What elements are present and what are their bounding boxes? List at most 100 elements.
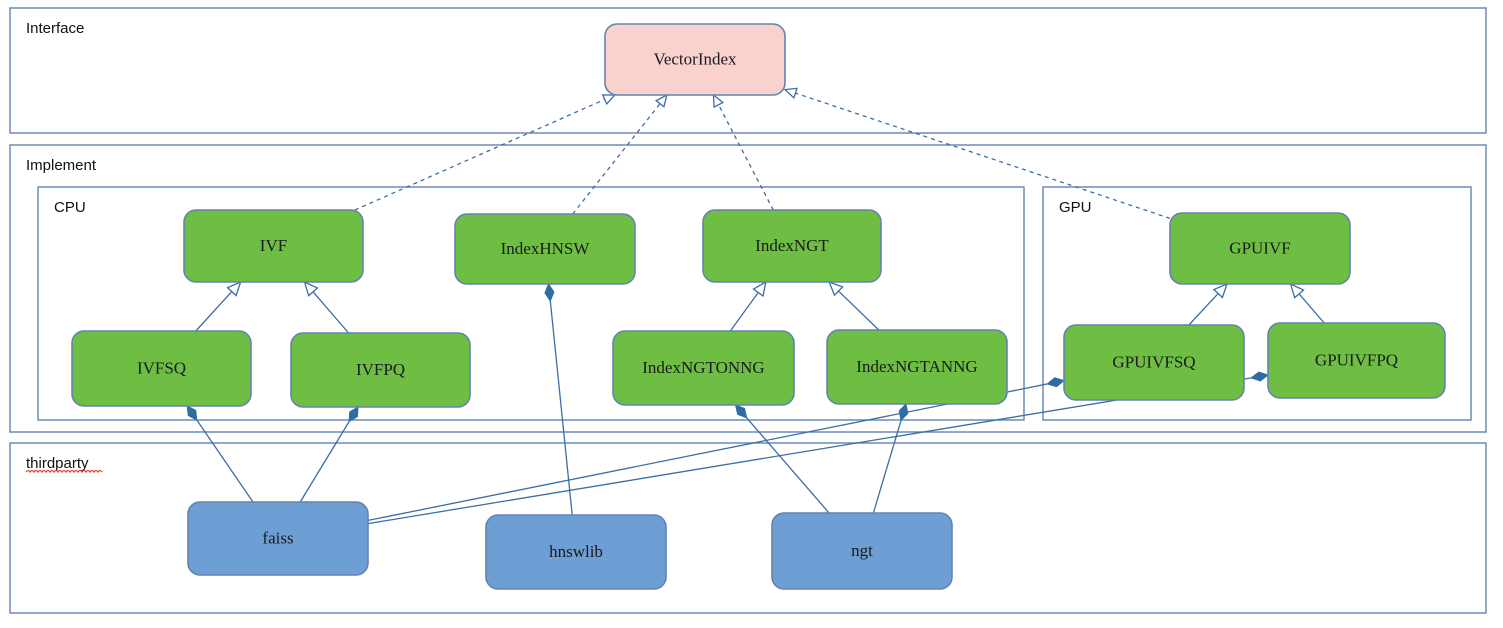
node-vectorindex[interactable]: VectorIndex [604, 23, 786, 96]
edge-line [717, 104, 774, 211]
node-box-indexngt[interactable] [702, 209, 882, 283]
node-label-indexngt: IndexNGT [755, 236, 829, 255]
filled-diamond-arrowhead-icon [898, 402, 909, 422]
edge-line [1298, 293, 1325, 324]
relationship-edges [186, 87, 1325, 525]
node-label-hnswlib: hnswlib [549, 542, 603, 561]
hollow-triangle-arrowhead-icon [226, 280, 242, 297]
edge-ngt-to-indexngtonng [734, 404, 830, 514]
node-box-ivfpq[interactable] [290, 332, 471, 408]
edge-faiss-to-ivfsq [186, 405, 254, 503]
node-label-faiss: faiss [262, 528, 293, 547]
edge-line [312, 291, 350, 334]
filled-diamond-arrowhead-icon [734, 404, 748, 419]
node-box-gpuivf[interactable] [1169, 212, 1351, 285]
edge-indexngt-to-vectorindex [712, 93, 774, 211]
edge-indexhnsw-to-vectorindex [572, 93, 668, 215]
edge-line [872, 420, 902, 514]
node-label-ngt: ngt [851, 541, 873, 560]
node-box-indexhnsw[interactable] [454, 213, 636, 285]
edge-line [838, 290, 880, 331]
node-box-ngt[interactable] [771, 512, 953, 590]
edge-line [367, 383, 1048, 522]
node-label-ivfpq: IVFPQ [356, 360, 405, 379]
filled-diamond-arrowhead-icon [1250, 371, 1270, 382]
edge-faiss-to-gpuivfpq [367, 371, 1270, 525]
node-box-ivfsq[interactable] [71, 330, 252, 407]
edge-faiss-to-ivfpq [299, 406, 359, 503]
edge-line [299, 421, 350, 503]
node-indexngtanng[interactable]: IndexNGTANNG [826, 329, 1008, 405]
group-label-gpu: GPU [1059, 199, 1092, 216]
filled-diamond-arrowhead-icon [544, 282, 555, 302]
edge-line [354, 98, 605, 211]
hollow-triangle-arrowhead-icon [654, 93, 668, 108]
node-box-gpuivfpq[interactable] [1267, 322, 1446, 399]
node-label-gpuivf: GPUIVF [1229, 238, 1290, 257]
edge-ivfpq-to-ivf [303, 280, 350, 334]
group-label-implement: Implement [26, 157, 97, 174]
filled-diamond-arrowhead-icon [1046, 377, 1066, 388]
node-box-faiss[interactable] [187, 501, 369, 576]
hollow-triangle-arrowhead-icon [1212, 282, 1229, 299]
node-gpuivf[interactable]: GPUIVF [1169, 212, 1351, 285]
edge-ivf-to-vectorindex [354, 94, 617, 211]
node-faiss[interactable]: faiss [187, 501, 369, 576]
node-label-gpuivfsq: GPUIVFSQ [1112, 352, 1195, 371]
node-ivfsq[interactable]: IVFSQ [71, 330, 252, 407]
edge-gpuivf-to-vectorindex [783, 87, 1171, 220]
hollow-triangle-arrowhead-icon [712, 93, 725, 109]
node-box-indexngtanng[interactable] [826, 329, 1008, 405]
node-ngt[interactable]: ngt [771, 512, 953, 590]
node-indexhnsw[interactable]: IndexHNSW [454, 213, 636, 285]
edge-line [196, 419, 254, 503]
edge-faiss-to-gpuivfsq [367, 377, 1066, 522]
group-label-thirdparty: thirdparty [26, 455, 89, 472]
node-ivfpq[interactable]: IVFPQ [290, 332, 471, 408]
node-indexngtonng[interactable]: IndexNGTONNG [612, 330, 795, 406]
node-ivf[interactable]: IVF [183, 209, 364, 283]
edge-line [195, 291, 233, 332]
node-label-indexhnsw: IndexHNSW [501, 239, 591, 258]
node-label-vectorindex: VectorIndex [653, 49, 737, 68]
hollow-triangle-arrowhead-icon [752, 280, 767, 298]
edge-line [367, 377, 1252, 525]
node-box-indexngtonng[interactable] [612, 330, 795, 406]
node-label-gpuivfpq: GPUIVFPQ [1315, 350, 1398, 369]
group-label-cpu: CPU [54, 199, 86, 216]
edge-line [729, 292, 759, 332]
filled-diamond-arrowhead-icon [186, 405, 198, 421]
edge-line [795, 92, 1171, 220]
edge-line [549, 300, 573, 516]
edge-gpuivfpq-to-gpuivf [1289, 282, 1325, 324]
node-label-indexngtonng: IndexNGTONNG [642, 358, 764, 377]
hollow-triangle-arrowhead-icon [828, 280, 844, 297]
edge-line [1188, 293, 1219, 326]
node-gpuivfpq[interactable]: GPUIVFPQ [1267, 322, 1446, 399]
edge-hnswlib-to-indexhnsw [544, 282, 573, 516]
edge-gpuivfsq-to-gpuivf [1188, 282, 1229, 326]
node-hnswlib[interactable]: hnswlib [485, 514, 667, 590]
node-box-ivf[interactable] [183, 209, 364, 283]
node-label-ivfsq: IVFSQ [137, 358, 186, 377]
hollow-triangle-arrowhead-icon [303, 280, 319, 297]
group-label-interface: Interface [26, 20, 84, 37]
hollow-triangle-arrowhead-icon [783, 87, 798, 99]
node-indexngt[interactable]: IndexNGT [702, 209, 882, 283]
filled-diamond-arrowhead-icon [348, 406, 359, 423]
node-label-indexngtanng: IndexNGTANNG [856, 357, 977, 376]
node-gpuivfsq[interactable]: GPUIVFSQ [1063, 324, 1245, 401]
node-box-hnswlib[interactable] [485, 514, 667, 590]
node-label-ivf: IVF [260, 236, 287, 255]
spellcheck-underline-icon [25, 469, 103, 474]
hollow-triangle-arrowhead-icon [601, 94, 617, 106]
edge-ngt-to-indexngtanng [872, 402, 909, 514]
edge-ngtonng-to-indexngt [729, 280, 767, 332]
hollow-triangle-arrowhead-icon [1289, 282, 1305, 299]
node-box-vectorindex[interactable] [604, 23, 786, 96]
edge-ngtanng-to-indexngt [828, 280, 880, 331]
node-box-gpuivfsq[interactable] [1063, 324, 1245, 401]
